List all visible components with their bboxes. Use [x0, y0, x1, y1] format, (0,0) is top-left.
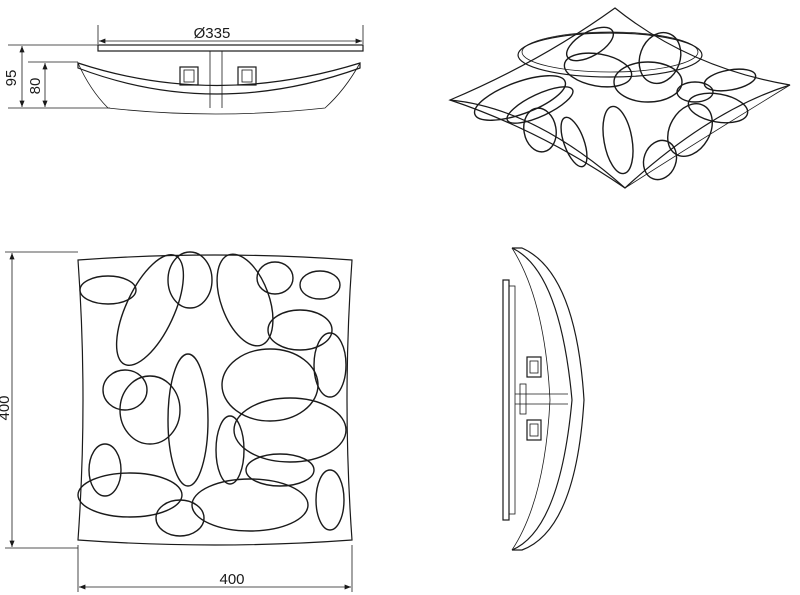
side-elevation-view — [77, 44, 364, 115]
front-shade-outline — [77, 254, 353, 546]
height-dimensions-side: 95 80 — [3, 44, 110, 109]
front-width-dimension: 400 — [77, 545, 353, 592]
shade-inner-curve — [77, 62, 361, 115]
front-view — [77, 251, 353, 546]
curved-shade-side — [77, 62, 361, 95]
perspective-view — [448, 7, 791, 189]
diameter-label: Ø335 — [194, 25, 231, 42]
front-height-label: 400 — [0, 395, 13, 420]
front-width-label: 400 — [219, 571, 244, 588]
bulb-holder-right — [237, 66, 257, 86]
side-profile-view — [502, 247, 585, 551]
wall-plate — [502, 279, 510, 521]
height-95-label: 95 — [3, 70, 20, 87]
front-height-dimension: 400 — [0, 251, 78, 549]
height-80-label: 80 — [27, 78, 44, 95]
mounting-plate — [97, 44, 364, 52]
mounting-disc — [517, 32, 703, 78]
bulb-holder-bottom — [526, 419, 542, 441]
swirl-pattern — [77, 251, 347, 537]
bulb-holder-top — [526, 356, 542, 378]
diameter-dimension: Ø335 — [97, 25, 364, 44]
perspective-shade — [448, 7, 791, 189]
bulb-holder-left — [179, 66, 199, 86]
shade-profile — [511, 247, 585, 551]
